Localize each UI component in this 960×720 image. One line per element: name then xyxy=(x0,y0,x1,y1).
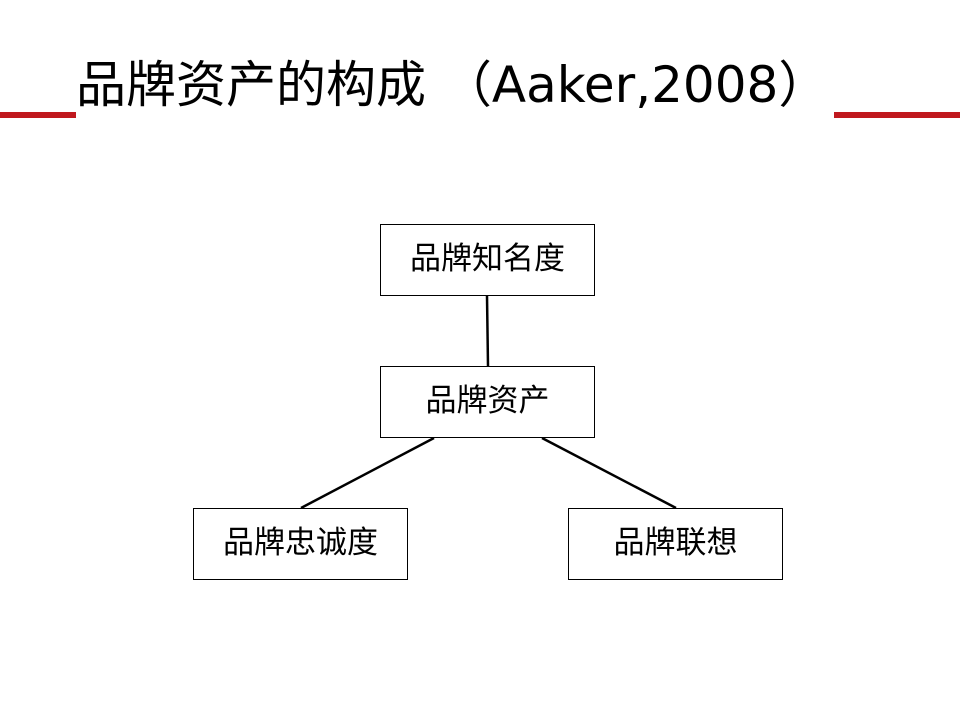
node-brand-loyalty: 品牌忠诚度 xyxy=(193,508,408,580)
slide-title: 品牌资产的构成 （Aaker,2008） xyxy=(76,50,835,120)
node-brand-association: 品牌联想 xyxy=(568,508,783,580)
connector-equity-association xyxy=(541,436,677,510)
node-brand-equity: 品牌资产 xyxy=(380,366,595,438)
connector-equity-loyalty xyxy=(300,436,435,510)
connector-awareness-equity xyxy=(485,295,490,367)
node-brand-awareness: 品牌知名度 xyxy=(380,224,595,296)
